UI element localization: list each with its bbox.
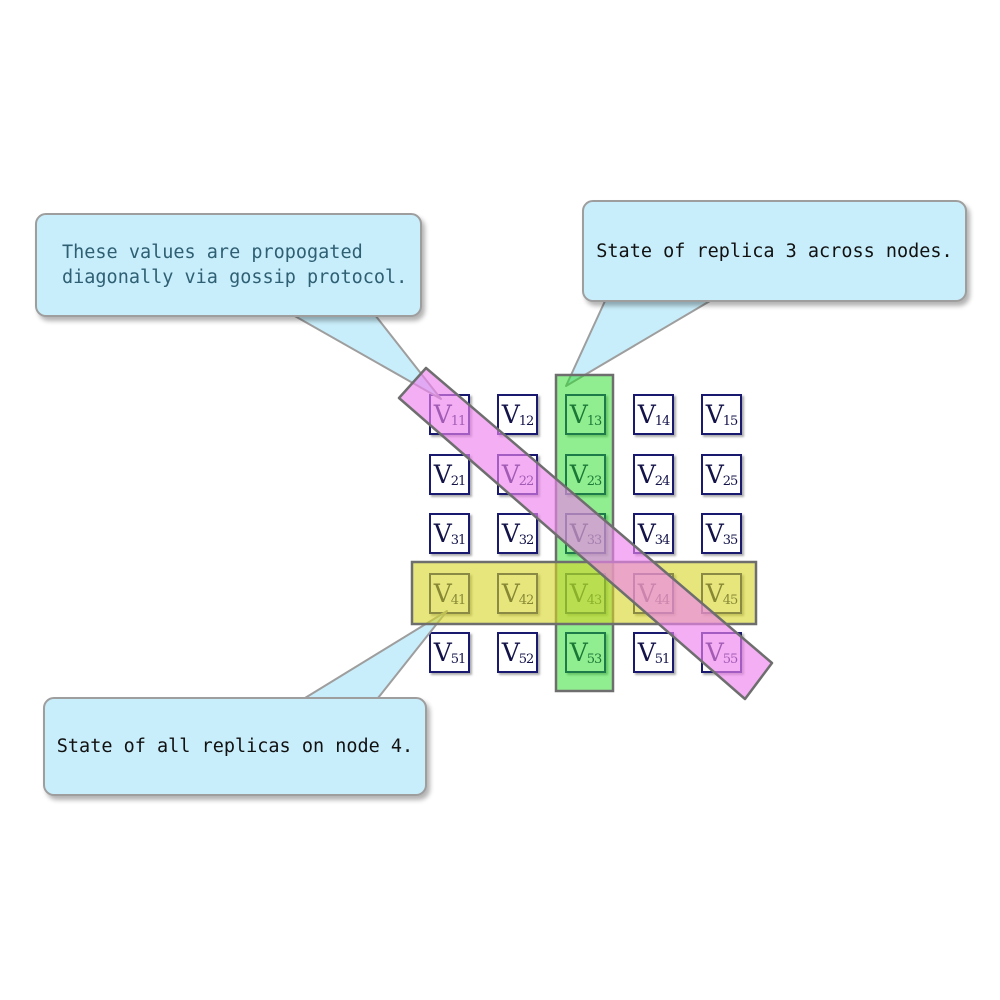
callout-node4-pointer (304, 610, 448, 699)
callout-gossip-pointer (292, 314, 442, 400)
callout-replica3-pointer (565, 300, 711, 387)
cell-symbol: V (705, 460, 724, 489)
cell-subscript: 51 (450, 652, 467, 667)
cell-subscript: 25 (722, 474, 739, 489)
cell-symbol: V (637, 400, 656, 429)
cell-symbol: V (501, 519, 520, 548)
cell-subscript: 21 (450, 474, 467, 489)
cell-symbol: V (569, 519, 588, 548)
cell-symbol: V (569, 460, 588, 489)
cell-subscript: 45 (722, 593, 739, 608)
cell-symbol: V (501, 460, 520, 489)
cell-symbol: V (637, 638, 656, 667)
cell-symbol: V (501, 638, 520, 667)
cell-subscript: 23 (586, 474, 603, 489)
cell-subscript: 24 (654, 474, 671, 489)
cell-subscript: 13 (586, 414, 603, 429)
cell-symbol: V (705, 519, 724, 548)
cell-subscript: 51 (654, 652, 671, 667)
cell-subscript: 14 (654, 414, 671, 429)
callout-node4: State of all replicas on node 4. (43, 697, 427, 796)
cell-symbol: V (501, 400, 520, 429)
cell-symbol: V (637, 460, 656, 489)
cell-symbol: V (433, 638, 452, 667)
callout-replica3: State of replica 3 across nodes. (582, 200, 967, 302)
cell-symbol: V (433, 579, 452, 608)
cell-subscript: 22 (518, 474, 535, 489)
callout-gossip-line1: These values are propogated (62, 242, 363, 263)
cell-symbol: V (637, 579, 656, 608)
cell-symbol: V (433, 519, 452, 548)
cell-subscript: 52 (518, 652, 535, 667)
cell-subscript: 55 (722, 652, 739, 667)
cell-symbol: V (569, 400, 588, 429)
callout-gossip-line2: diagonally via gossip protocol. (62, 267, 408, 288)
cell-subscript: 11 (450, 414, 467, 429)
cell-symbol: V (705, 638, 724, 667)
cell-subscript: 15 (722, 414, 739, 429)
callout-replica3-text: State of replica 3 across nodes. (596, 240, 953, 262)
cell-symbol: V (433, 460, 452, 489)
cell-subscript: 43 (586, 593, 603, 608)
cell-subscript: 53 (586, 652, 603, 667)
cell-symbol: V (569, 638, 588, 667)
cell-symbol: V (569, 579, 588, 608)
cell-subscript: 12 (518, 414, 535, 429)
cell-subscript: 32 (518, 533, 535, 548)
callout-gossip: These values are propogated diagonally v… (35, 213, 422, 317)
cell-symbol: V (637, 519, 656, 548)
cell-subscript: 41 (450, 593, 467, 608)
cell-symbol: V (501, 579, 520, 608)
cell-subscript: 34 (654, 533, 671, 548)
cell-subscript: 31 (450, 533, 467, 548)
cell-subscript: 44 (654, 593, 671, 608)
cell-symbol: V (705, 579, 724, 608)
cell-subscript: 33 (586, 533, 603, 548)
cell-subscript: 35 (722, 533, 739, 548)
cell-subscript: 42 (518, 593, 535, 608)
cell-symbol: V (433, 400, 452, 429)
callout-node4-text: State of all replicas on node 4. (56, 736, 414, 757)
cell-symbol: V (705, 400, 724, 429)
